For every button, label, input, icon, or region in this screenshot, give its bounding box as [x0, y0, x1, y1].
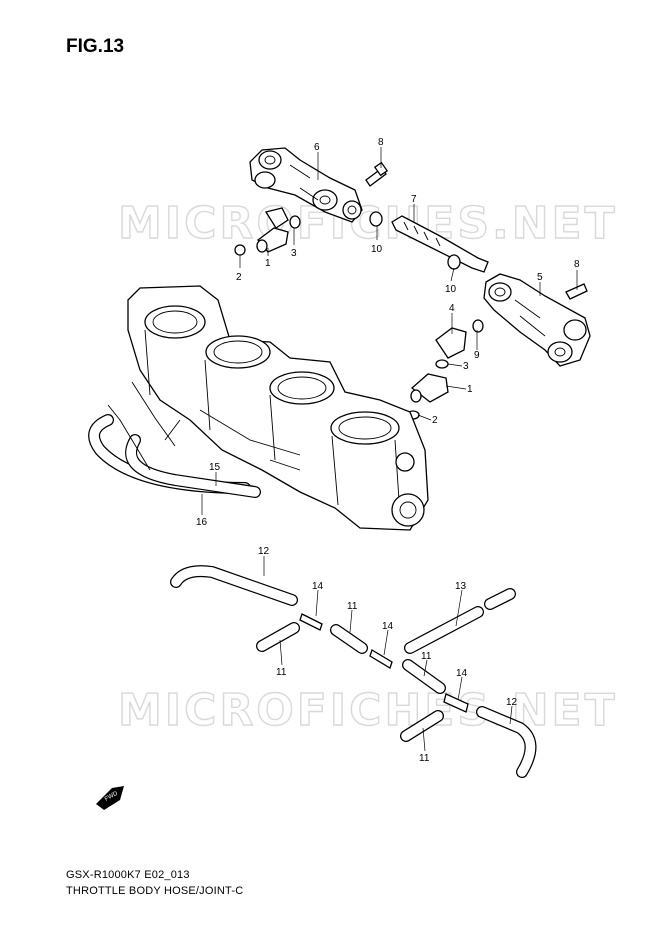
callout-2-lower: 2 — [432, 415, 438, 426]
callout-5: 5 — [537, 272, 543, 283]
o-ring-3-lower — [435, 359, 449, 369]
callout-6: 6 — [314, 142, 320, 153]
callout-14-a: 14 — [312, 581, 324, 592]
fuel-rail-lower — [483, 273, 591, 367]
o-ring-9 — [472, 319, 484, 333]
callout-15: 15 — [209, 462, 221, 473]
o-ring-10-b — [447, 254, 461, 270]
hose-12-left — [170, 565, 298, 606]
hose-12-right — [476, 706, 537, 778]
watermark-top: MICROFICHES.NET — [118, 198, 618, 249]
callout-11-d: 11 — [419, 753, 430, 764]
o-ring-3-upper — [289, 215, 301, 229]
o-ring-2-upper — [234, 244, 246, 256]
callout-3-lower: 3 — [463, 361, 469, 372]
fuel-pipe — [391, 215, 489, 273]
callout-9: 9 — [474, 350, 480, 361]
hose-11-c — [402, 659, 446, 694]
fwd-arrow-icon: FWD — [96, 786, 124, 810]
callout-12-left: 12 — [258, 546, 270, 557]
callout-10-b: 10 — [445, 284, 457, 295]
callout-3-upper: 3 — [291, 248, 297, 259]
model-code: GSX-R1000K7 E02_013 — [66, 869, 190, 881]
injector-lower — [410, 327, 467, 403]
callout-11-b: 11 — [347, 601, 358, 612]
callout-8-lower: 8 — [574, 259, 580, 270]
callout-13: 13 — [455, 581, 467, 592]
callout-2-upper: 2 — [236, 272, 242, 283]
joint-14-b — [369, 649, 393, 669]
bolt-lower — [565, 283, 588, 300]
callout-8-upper: 8 — [378, 137, 384, 148]
callout-14-b: 14 — [382, 621, 394, 632]
callout-12-right: 12 — [506, 697, 518, 708]
hose-11-d — [400, 710, 444, 742]
callout-4: 4 — [449, 303, 455, 314]
bolt-upper — [365, 161, 389, 187]
injector-upper — [256, 207, 289, 253]
callout-10-a: 10 — [371, 244, 383, 255]
o-ring-10-a — [369, 211, 383, 227]
hose-11-a — [256, 622, 300, 652]
callout-11-a: 11 — [276, 667, 287, 678]
hose-13 — [404, 588, 516, 654]
watermark-bottom: MICROFICHES.NET — [118, 685, 618, 736]
figure-label: FIG.13 — [66, 36, 125, 57]
hose-11-b — [330, 624, 368, 654]
throttle-body-assembly — [127, 285, 429, 531]
joint-14-c — [443, 693, 469, 713]
callout-7: 7 — [411, 194, 417, 205]
joint-14-a — [299, 613, 323, 631]
callout-16: 16 — [196, 517, 208, 528]
callout-1-lower: 1 — [467, 384, 473, 395]
leader-lines — [201, 147, 578, 752]
fuel-rail-upper — [249, 147, 363, 223]
callout-numbers: 6 8 7 10 10 2 1 3 5 8 4 9 3 1 2 15 16 12… — [196, 137, 580, 764]
callout-11-c: 11 — [421, 651, 432, 662]
callout-14-c: 14 — [456, 668, 468, 679]
figure-title: THROTTLE BODY HOSE/JOINT-C — [66, 885, 244, 897]
callout-1-upper: 1 — [265, 258, 271, 269]
